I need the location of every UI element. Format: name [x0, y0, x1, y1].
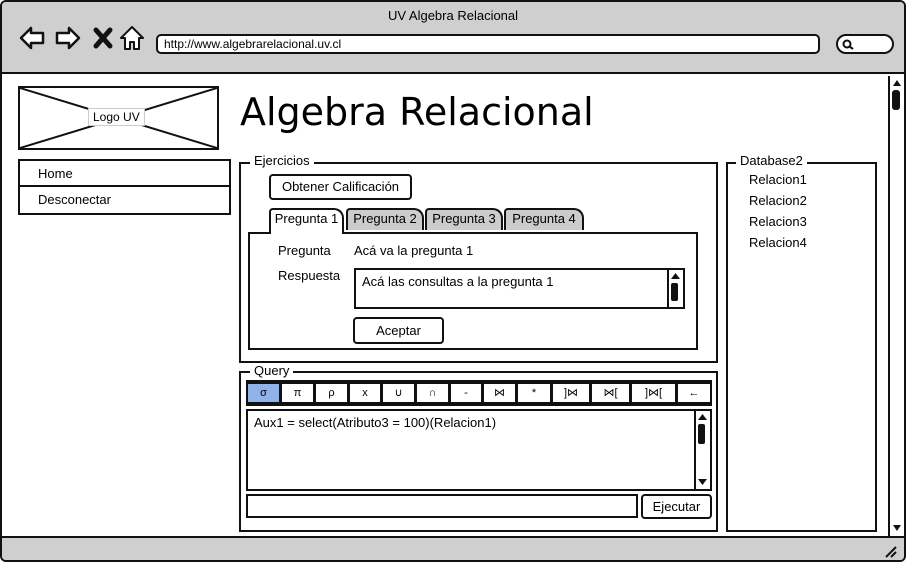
page-scrollbar[interactable]: [888, 76, 904, 536]
resize-grip-icon[interactable]: [882, 544, 898, 558]
forward-icon[interactable]: [54, 24, 82, 52]
query-scrollbar[interactable]: [694, 411, 710, 489]
side-menu: Home Desconectar: [18, 159, 231, 215]
home-icon[interactable]: [118, 24, 146, 52]
close-icon[interactable]: [90, 24, 118, 52]
pregunta-label: Pregunta: [278, 243, 331, 258]
scroll-down-icon[interactable]: [891, 522, 903, 534]
query-text: Aux1 = select(Atributo3 = 100)(Relacion1…: [254, 415, 497, 430]
respuesta-textarea[interactable]: Acá las consultas a la pregunta 1: [354, 268, 685, 309]
operator-right-join-button[interactable]: ⋈[: [591, 382, 631, 404]
ejecutar-button[interactable]: Ejecutar: [641, 494, 712, 519]
operator-product-button[interactable]: x: [349, 382, 382, 404]
scroll-up-icon[interactable]: [670, 271, 681, 281]
database-legend: Database2: [736, 153, 807, 168]
search-icon: [842, 39, 854, 50]
respuesta-scrollbar[interactable]: [667, 270, 683, 307]
obtener-calificacion-button[interactable]: Obtener Calificación: [269, 174, 412, 200]
query-legend: Query: [250, 363, 294, 378]
respuesta-label: Respuesta: [278, 268, 341, 283]
logo-label: Logo UV: [88, 108, 145, 126]
scroll-down-icon[interactable]: [697, 477, 708, 487]
operator-join-button[interactable]: ⋈: [483, 382, 517, 404]
window-title: UV Algebra Relacional: [387, 8, 519, 23]
tab-pregunta-1[interactable]: Pregunta 1: [269, 208, 344, 232]
status-bar: [2, 536, 904, 560]
operator-full-join-button[interactable]: ]⋈[: [631, 382, 677, 404]
back-icon[interactable]: [18, 24, 46, 52]
ejercicios-legend: Ejercicios: [250, 153, 314, 168]
tab-pregunta-3[interactable]: Pregunta 3: [425, 208, 503, 230]
address-bar[interactable]: http://www.algebrarelacional.uv.cl: [156, 34, 820, 54]
respuesta-text: Acá las consultas a la pregunta 1: [362, 274, 554, 289]
operator-assign-button[interactable]: ←: [677, 382, 712, 404]
operator-sigma-button[interactable]: σ: [246, 382, 281, 404]
relation-link-3[interactable]: Relacion3: [749, 214, 807, 229]
relation-link-1[interactable]: Relacion1: [749, 172, 807, 187]
tab-pregunta-2[interactable]: Pregunta 2: [346, 208, 424, 230]
operator-division-button[interactable]: *: [517, 382, 552, 404]
menu-item-desconectar[interactable]: Desconectar: [38, 192, 111, 207]
menu-item-home[interactable]: Home: [20, 161, 229, 187]
operator-left-join-button[interactable]: ]⋈: [552, 382, 591, 404]
browser-titlebar: UV Algebra Relacional http://www.algebra…: [2, 2, 904, 74]
relation-link-4[interactable]: Relacion4: [749, 235, 807, 250]
active-tab-joiner: [271, 231, 342, 234]
ejercicios-panel: [239, 162, 718, 363]
scroll-thumb[interactable]: [698, 424, 705, 444]
query-panel: [239, 371, 718, 532]
operator-rho-button[interactable]: ρ: [315, 382, 349, 404]
scroll-up-icon[interactable]: [697, 412, 708, 422]
scroll-thumb[interactable]: [892, 90, 900, 110]
operator-intersection-button[interactable]: ∩: [416, 382, 450, 404]
browser-search-field[interactable]: [836, 34, 894, 54]
page-title: Algebra Relacional: [240, 90, 594, 134]
operator-pi-button[interactable]: π: [281, 382, 315, 404]
tab-pregunta-4[interactable]: Pregunta 4: [504, 208, 584, 230]
relation-link-2[interactable]: Relacion2: [749, 193, 807, 208]
operator-difference-button[interactable]: -: [450, 382, 483, 404]
scroll-thumb[interactable]: [671, 283, 678, 301]
logo-placeholder: [18, 86, 219, 150]
query-textarea[interactable]: Aux1 = select(Atributo3 = 100)(Relacion1…: [246, 409, 712, 491]
pregunta-text: Acá va la pregunta 1: [354, 243, 474, 258]
scroll-up-icon[interactable]: [891, 77, 903, 89]
aceptar-button[interactable]: Aceptar: [353, 317, 444, 344]
query-input[interactable]: [246, 494, 638, 518]
operator-union-button[interactable]: ∪: [382, 382, 416, 404]
